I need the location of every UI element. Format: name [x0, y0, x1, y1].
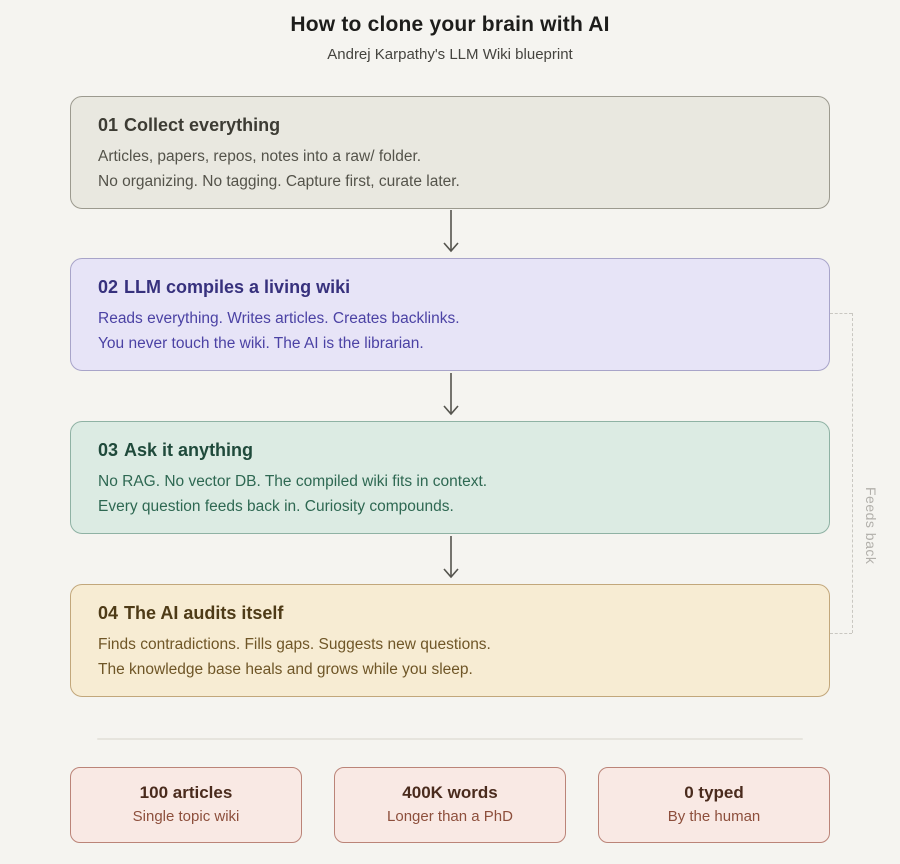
section-divider	[97, 738, 803, 740]
step-description-line1: Finds contradictions. Fills gaps. Sugges…	[98, 636, 491, 653]
page-subtitle: Andrej Karpathy's LLM Wiki blueprint	[327, 46, 573, 63]
step-description: No RAG. No vector DB. The compiled wiki …	[98, 470, 802, 519]
step-description-line1: Articles, papers, repos, notes into a ra…	[98, 148, 422, 165]
step-description-line1: No RAG. No vector DB. The compiled wiki …	[98, 473, 488, 490]
step-title-text: Collect everything	[124, 115, 281, 135]
stat-value: 0 typed	[684, 783, 744, 802]
feedback-connector-vertical-segment	[852, 313, 853, 633]
step-number: 03	[98, 440, 119, 460]
stat-card-words: 400K words Longer than a PhD	[334, 767, 566, 843]
header: How to clone your brain with AI Andrej K…	[0, 13, 900, 63]
stat-label: Single topic wiki	[132, 808, 240, 825]
arrow-down-icon	[443, 536, 459, 579]
step-title-text: Ask it anything	[124, 440, 254, 460]
step-number: 02	[98, 277, 119, 297]
stat-value: 400K words	[402, 783, 498, 802]
stat-label: Longer than a PhD	[387, 808, 513, 825]
step-description-line1: Reads everything. Writes articles. Creat…	[98, 310, 460, 327]
arrow-down-icon	[443, 373, 459, 416]
stat-card-articles: 100 articles Single topic wiki	[70, 767, 302, 843]
step-description-line2: No organizing. No tagging. Capture first…	[98, 172, 460, 190]
feedback-connector-label: Feeds back	[863, 487, 879, 565]
step-description: Reads everything. Writes articles. Creat…	[98, 307, 802, 356]
stat-card-typed: 0 typed By the human	[598, 767, 830, 843]
feedback-connector-bottom-segment	[830, 633, 852, 634]
arrow-down-icon	[443, 210, 459, 253]
stat-label: By the human	[667, 808, 761, 825]
stat-value: 100 articles	[139, 783, 233, 802]
step-title-text: LLM compiles a living wiki	[124, 277, 351, 297]
step-description-line2: Every question feeds back in. Curiosity …	[98, 497, 454, 515]
step-title-text: The AI audits itself	[124, 603, 284, 623]
step-description-line2: You never touch the wiki. The AI is the …	[98, 334, 424, 352]
step-description: Articles, papers, repos, notes into a ra…	[98, 145, 802, 194]
page-title: How to clone your brain with AI	[290, 13, 610, 36]
step-number: 01	[98, 115, 119, 135]
step-description-line2: The knowledge base heals and grows while…	[98, 660, 473, 678]
feedback-connector-top-segment	[830, 313, 852, 314]
step-description: Finds contradictions. Fills gaps. Sugges…	[98, 633, 802, 682]
step-number: 04	[98, 603, 119, 623]
